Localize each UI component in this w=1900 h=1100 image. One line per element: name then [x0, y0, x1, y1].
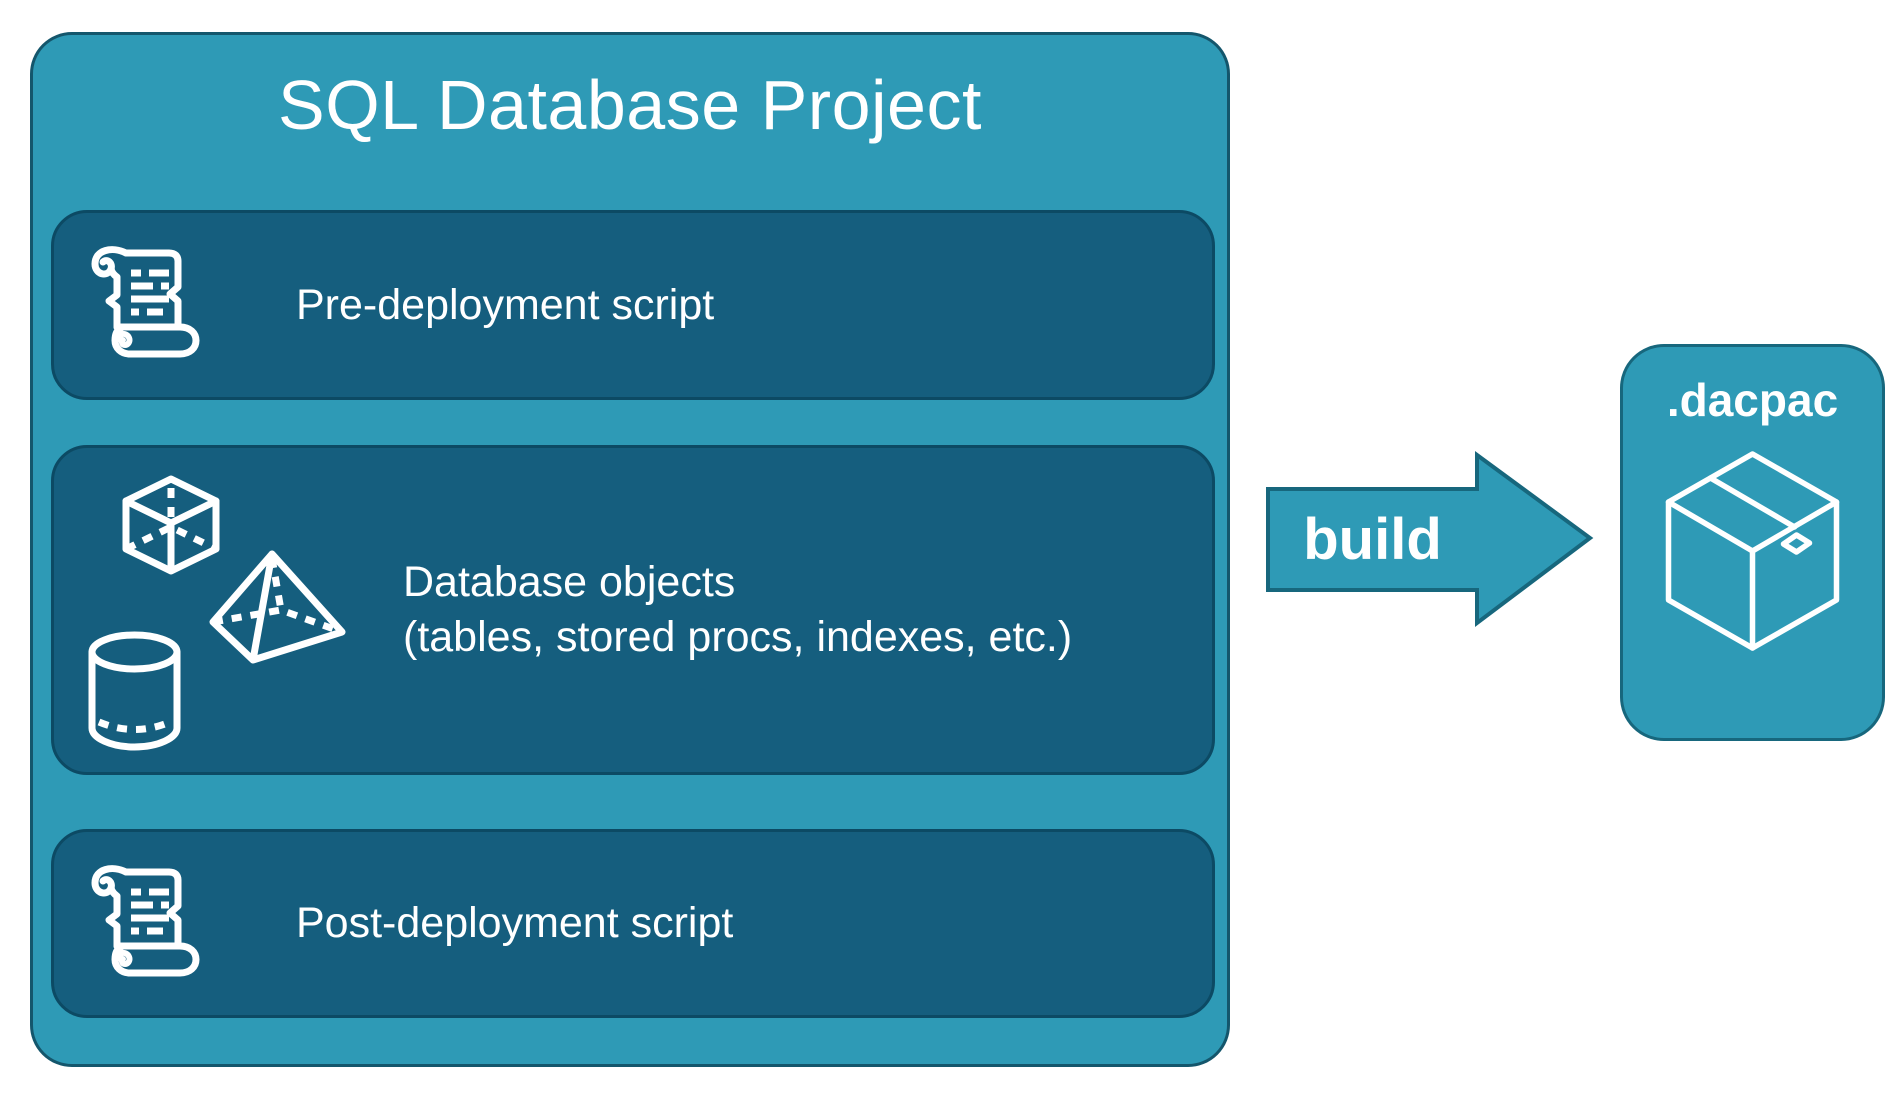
database-objects-sublabel: (tables, stored procs, indexes, etc.)	[403, 613, 1073, 661]
cylinder-icon	[88, 631, 181, 751]
database-objects-panel: Database objects (tables, stored procs, …	[51, 445, 1215, 775]
database-objects-label: Database objects	[403, 558, 736, 606]
post-deployment-panel: Post-deployment script	[51, 829, 1215, 1018]
build-arrow-label: build	[1303, 507, 1442, 572]
cube-icon	[113, 474, 229, 591]
dacpac-box: .dacpac	[1620, 344, 1885, 741]
sql-database-project-container: SQL Database Project Pre-deployment scri…	[30, 32, 1230, 1067]
scroll-icon	[84, 862, 206, 980]
project-title: SQL Database Project	[278, 66, 982, 144]
post-deployment-label: Post-deployment script	[296, 899, 734, 947]
package-icon	[1665, 451, 1840, 651]
pre-deployment-panel: Pre-deployment script	[51, 210, 1215, 400]
pyramid-icon	[209, 548, 346, 666]
scroll-icon	[84, 243, 206, 361]
dacpac-label: .dacpac	[1666, 374, 1839, 426]
pre-deployment-label: Pre-deployment script	[296, 280, 715, 329]
build-arrow	[1266, 451, 1594, 628]
